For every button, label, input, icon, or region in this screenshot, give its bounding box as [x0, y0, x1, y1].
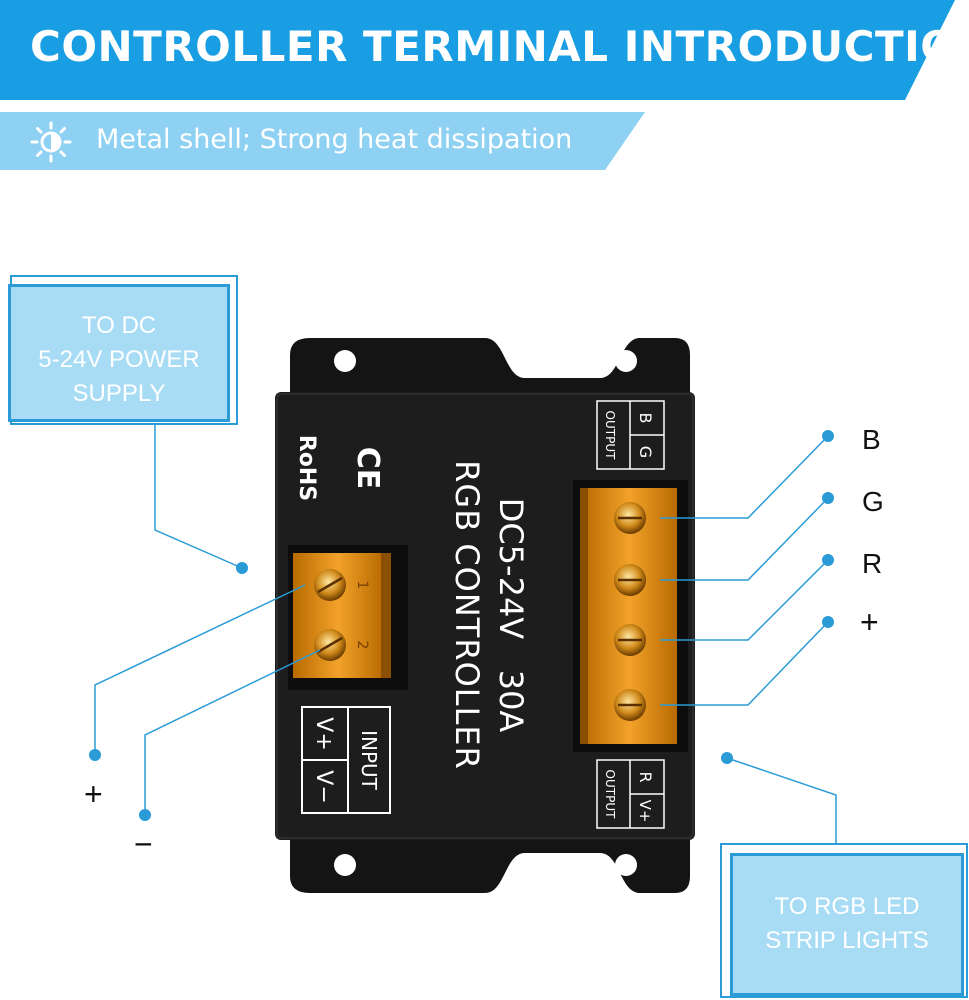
connector-dot-minus-in [139, 809, 151, 821]
connector-dot-output [721, 752, 733, 764]
input-vminus-label: V− [311, 770, 336, 803]
subtitle-bar [0, 112, 645, 170]
power-callout: TO DC 5-24V POWER SUPPLY [8, 284, 230, 422]
device-rating: DC5-24V 30A [492, 498, 530, 733]
mount-hole-bottom-right [615, 854, 637, 876]
output-callout-line2: STRIP LIGHTS [765, 927, 929, 954]
power-callout-line3: SUPPLY [72, 380, 166, 407]
connector-dot-plus-out [822, 616, 834, 628]
power-callout-line2: 5-24V POWER [38, 346, 200, 373]
connector-dot-g [822, 492, 834, 504]
power-callout-line1: TO DC [81, 312, 157, 339]
rohs-mark: RoHS [294, 435, 319, 501]
input-terminal-1: 1 [354, 581, 370, 590]
mount-hole-bottom-left [334, 854, 356, 876]
label-plus-out: + [860, 604, 879, 640]
output-callout-line1: TO RGB LED [774, 893, 920, 920]
device-model: RGB CONTROLLER [448, 460, 486, 770]
output-top-g: G [636, 446, 655, 458]
input-terminal-2: 2 [354, 641, 370, 650]
output-bottom-title: OUTPUT [603, 770, 617, 820]
mount-hole-top-left [334, 350, 356, 372]
output-top-title: OUTPUT [603, 411, 617, 461]
output-bottom-r: R [636, 771, 655, 782]
connector-dot-r [822, 554, 834, 566]
ce-mark: CE [350, 447, 385, 490]
label-r: R [862, 548, 883, 579]
sun-icon [30, 121, 72, 163]
label-minus-in: − [134, 826, 153, 862]
connector-dot-plus-in [89, 749, 101, 761]
mount-hole-top-right [615, 350, 637, 372]
output-callout-frame [720, 843, 968, 998]
page-title: CONTROLLER TERMINAL INTRODUCTION [30, 22, 969, 71]
label-b: B [862, 424, 881, 455]
connector-dot-power [236, 562, 248, 574]
connector-dot-b [822, 430, 834, 442]
output-top-b: B [636, 413, 655, 424]
title-banner [0, 0, 955, 100]
input-panel-title: INPUT [357, 730, 381, 791]
output-callout: TO RGB LED STRIP LIGHTS [730, 853, 964, 996]
label-g: G [862, 486, 884, 517]
label-plus-in: + [84, 776, 103, 812]
input-vplus-label: V+ [311, 717, 336, 750]
page-subtitle: Metal shell; Strong heat dissipation [96, 124, 573, 155]
output-bottom-vplus: V+ [636, 800, 654, 823]
